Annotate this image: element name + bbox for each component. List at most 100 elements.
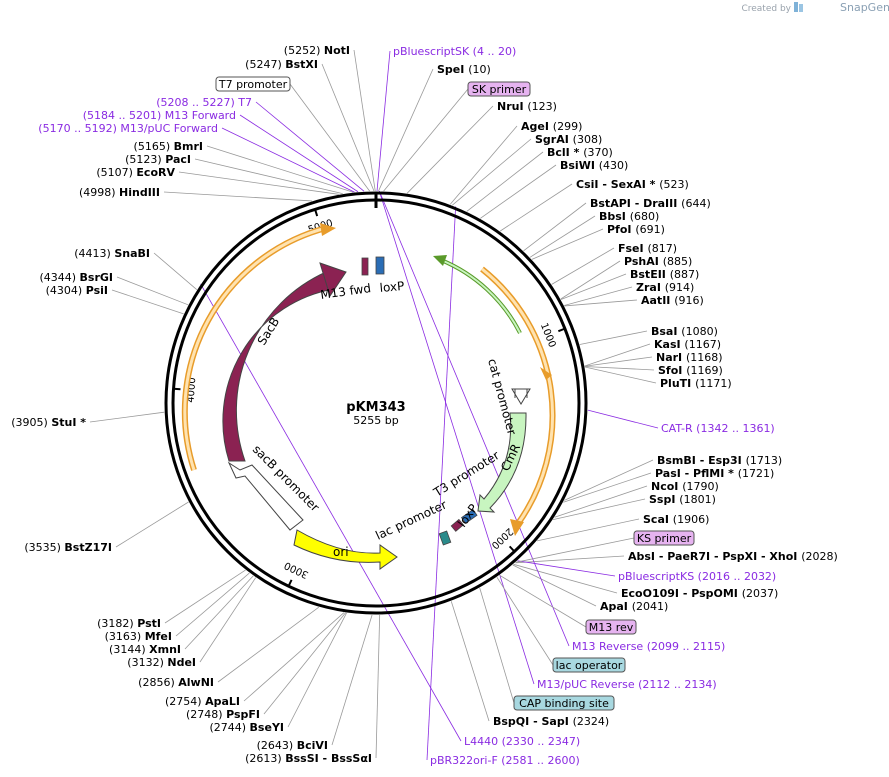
site-label-right: SspI (1801): [649, 493, 716, 506]
site-name: StuI *: [51, 416, 86, 429]
site-label-right: BsmBI - Esp3I (1713): [657, 454, 782, 467]
site-name: ZraI: [636, 281, 665, 294]
site-label-right: BsaI (1080): [651, 325, 718, 338]
leader-line: [479, 587, 515, 704]
leader-line: [255, 101, 365, 192]
leader-line: [378, 190, 535, 685]
feature-lac-promoter-label: lac promoter: [373, 498, 449, 543]
site-name: BsmBI - Esp3I: [657, 454, 746, 467]
leader-line: [584, 366, 657, 384]
site-name: SnaBI: [114, 247, 150, 260]
site-name: BspQI - SapI: [493, 715, 573, 728]
feature-box-label: M13 rev: [589, 621, 634, 634]
feature-sacb-promoter: [227, 461, 304, 531]
leader-line: [111, 289, 184, 315]
leader-line: [529, 215, 596, 258]
leader-line: [321, 63, 375, 192]
site-pos: (887): [670, 268, 700, 281]
site-pos: (299): [553, 120, 583, 133]
site-label-left: (4413) SnaBI: [74, 247, 150, 260]
site-label-right: ZraI (914): [636, 281, 694, 294]
leader-line: [515, 537, 635, 563]
site-label-left: (3144) XmnI: [109, 643, 181, 656]
feature-box-label: KS primer: [637, 532, 692, 545]
leader-line: [378, 68, 434, 192]
site-pos: (2028): [801, 550, 838, 563]
feature-lac-operator: [438, 530, 452, 546]
site-label-left: (4998) HindIII: [79, 186, 160, 199]
feature-cat-promoter: [511, 388, 531, 405]
site-name: PshAI: [624, 255, 663, 268]
feature-cmr: [477, 412, 527, 513]
site-label-right: ScaI (1906): [643, 513, 709, 526]
leader-line: [517, 560, 616, 577]
site-pos: (1167): [684, 338, 721, 351]
site-label-left: (2748) PspFI: [186, 708, 260, 721]
site-pos: (2754): [165, 695, 205, 708]
site-pos: (1801): [679, 493, 716, 506]
site-name: NcoI: [651, 480, 682, 493]
site-label-right: AgeI (299): [521, 120, 582, 133]
site-name: BstAPI - DraIII: [590, 197, 681, 210]
site-label-right: AatII (916): [641, 294, 704, 307]
site-pos: (2613): [245, 752, 285, 765]
tick-mark: [314, 209, 319, 217]
leader-line: [560, 273, 627, 300]
leader-line: [584, 366, 655, 371]
site-pos: (916): [674, 294, 704, 307]
feature-box: [215, 76, 291, 92]
site-name: EcoRV: [136, 166, 175, 179]
feature-loxp-top-label: loxP: [379, 279, 405, 295]
site-name: AlwNI: [178, 676, 214, 689]
feature-box: [552, 657, 626, 673]
leader-line: [263, 612, 346, 715]
site-name: NarI: [656, 351, 686, 364]
label-leader-lines: [89, 49, 659, 761]
site-pos: (885): [663, 255, 693, 268]
site-pos: (2041): [632, 600, 669, 613]
feature-sacb: [222, 271, 335, 462]
site-pos: (4413): [74, 247, 114, 260]
site-label-left: (3535) BstZ17I: [24, 541, 112, 554]
leader-line: [426, 206, 457, 761]
tick-label: 3000: [283, 559, 311, 580]
leader-line: [554, 485, 648, 518]
site-pos: (123): [527, 100, 557, 113]
leader-line: [221, 127, 355, 193]
site-label-right: EcoO109I - PspOMI (2037): [621, 587, 778, 600]
leader-line: [243, 612, 345, 702]
site-pos: (2324): [573, 715, 610, 728]
site-name: BsaI: [651, 325, 681, 338]
feature-box: [467, 81, 531, 97]
site-label-left: (4304) PsiI: [46, 284, 108, 297]
leader-line: [287, 612, 347, 728]
site-name: PluTI: [660, 377, 695, 390]
site-name: BsiWI: [560, 159, 599, 172]
site-label-right: SfoI (1169): [658, 364, 723, 377]
site-pos: (644): [681, 197, 711, 210]
site-name: AatII: [641, 294, 674, 307]
site-pos: (4998): [79, 186, 119, 199]
snapgene-logo-icon: [794, 2, 803, 12]
site-name: SfoI: [658, 364, 686, 377]
site-pos: (10): [468, 63, 491, 76]
leader-line: [378, 190, 570, 647]
primer-label-right: M13 Reverse (2099 .. 2115): [572, 640, 725, 653]
site-pos: (3163): [105, 630, 145, 643]
leader-line: [563, 472, 652, 503]
primer-label-right: pBR322ori-F (2581 .. 2600): [430, 754, 580, 767]
leader-line: [331, 614, 373, 746]
leader-line: [480, 164, 557, 219]
site-pos: (3182): [97, 617, 137, 630]
leader-line: [452, 138, 532, 206]
feature-box-label: CAP binding site: [519, 697, 609, 710]
primer-label-left: (5184 .. 5201) M13 Forward: [83, 109, 236, 122]
leader-line: [450, 601, 490, 722]
site-pos: (691): [635, 223, 665, 236]
leader-line: [289, 83, 370, 192]
site-label-right: KasI (1167): [654, 338, 721, 351]
site-pos: (5247): [245, 58, 285, 71]
site-pos: (3535): [24, 541, 64, 554]
site-name: BstZ17I: [64, 541, 112, 554]
